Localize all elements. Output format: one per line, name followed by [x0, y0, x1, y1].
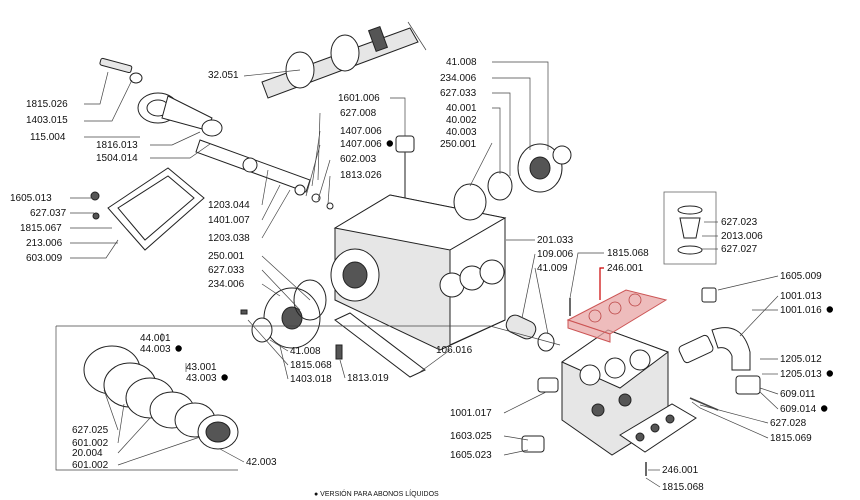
part-label-602-003: 602.003: [340, 154, 377, 165]
part-label-1407-006: 1407.006: [340, 139, 382, 150]
part-label-603-009: 603.009: [26, 253, 63, 264]
part-label-627-023: 627.023: [721, 217, 758, 228]
part-label-627-033: 627.033: [440, 88, 477, 99]
liquid-fertilizer-marker-icon: [826, 370, 833, 377]
part-label-234-006: 234.006: [440, 73, 477, 84]
bearing-left-part: [251, 279, 327, 349]
liquid-fertilizer-marker-icon: [826, 306, 833, 313]
piston-guide-part: [505, 314, 555, 352]
elbow-fitting-part: [678, 287, 761, 395]
part-label-1813-019: 1813.019: [347, 373, 389, 384]
part-label-1813-026: 1813.026: [340, 170, 382, 181]
part-label-1815-026: 1815.026: [26, 99, 68, 110]
part-label-609-014: 609.014: [780, 404, 817, 415]
part-label-1601-006: 1601.006: [338, 93, 380, 104]
part-label-1001-017: 1001.017: [450, 408, 492, 419]
oil-dipstick-part: [395, 135, 415, 200]
part-label-627-025: 627.025: [72, 425, 109, 436]
part-label-20-004: 20.004: [72, 448, 103, 459]
part-label-41-008: 41.008: [290, 346, 321, 357]
connecting-rod-part: [99, 57, 223, 137]
part-label-106-016: 106.016: [436, 345, 473, 356]
part-label-1815-068: 1815.068: [662, 482, 704, 493]
part-label-246-001: 246.001: [607, 263, 644, 274]
part-label-1401-007: 1401.007: [208, 215, 250, 226]
crankcase-part: [330, 194, 507, 351]
part-label-234-006: 234.006: [208, 279, 245, 290]
part-label-1403-018: 1403.018: [290, 374, 332, 385]
part-label-627-028: 627.028: [770, 418, 807, 429]
part-label-1205-012: 1205.012: [780, 354, 822, 365]
part-label-213-006: 213.006: [26, 238, 63, 249]
part-label-43-003: 43.003: [186, 373, 217, 384]
part-label-250-001: 250.001: [440, 139, 477, 150]
part-label-1001-016: 1001.016: [780, 305, 822, 316]
part-label-1603-025: 1603.025: [450, 431, 492, 442]
footnote-text: ● VERSIÓN PARA ABONOS LÍQUIDOS: [314, 489, 439, 498]
part-label-115-004: 115.004: [30, 132, 66, 143]
part-label-627-037: 627.037: [30, 208, 67, 219]
seal-rings-part: [83, 345, 239, 450]
part-label-32-051: 32.051: [208, 70, 239, 81]
part-label-627-027: 627.027: [721, 244, 758, 255]
inlet-fittings-part: [521, 377, 559, 453]
part-label-609-011: 609.011: [780, 389, 816, 400]
valve-cartridge-part: [663, 191, 717, 265]
part-label-1403-015: 1403.015: [26, 115, 68, 126]
crankshaft-part: [261, 21, 427, 99]
part-label-2013-006: 2013.006: [721, 231, 763, 242]
part-label-44-003: 44.003: [140, 344, 171, 355]
base-plate-part: [334, 312, 426, 378]
part-label-1203-044: 1203.044: [208, 200, 250, 211]
part-label-1407-006: 1407.006: [340, 126, 382, 137]
part-label-627-033: 627.033: [208, 265, 245, 276]
part-label-1203-038: 1203.038: [208, 233, 250, 244]
part-label-109-006: 109.006: [537, 249, 574, 260]
plunger-shaft-part: [195, 139, 334, 210]
leader-lines: [55, 61, 779, 488]
part-label-1605-013: 1605.013: [10, 193, 52, 204]
part-label-1815-069: 1815.069: [770, 433, 812, 444]
head-screws-part: [569, 298, 719, 476]
part-label-40-003: 40.003: [446, 127, 477, 138]
part-label-41-008: 41.008: [446, 57, 477, 68]
part-label-42-003: 42.003: [246, 457, 277, 468]
part-label-41-009: 41.009: [537, 263, 568, 274]
part-label-40-002: 40.002: [446, 115, 477, 126]
part-label-627-008: 627.008: [340, 108, 377, 119]
part-label-1815-068: 1815.068: [290, 360, 332, 371]
part-label-1504-014: 1504.014: [96, 153, 138, 164]
liquid-fertilizer-marker-icon: [221, 374, 228, 381]
part-label-246-001: 246.001: [662, 465, 699, 476]
valve-plate-highlighted: [566, 289, 668, 343]
part-label-1815-067: 1815.067: [20, 223, 62, 234]
part-label-201-033: 201.033: [537, 235, 574, 246]
rear-cover-part: [90, 167, 205, 251]
liquid-fertilizer-marker-icon: [386, 140, 393, 147]
bearing-right-part: [453, 143, 572, 221]
liquid-fertilizer-marker-icon: [821, 405, 828, 412]
liquid-fertilizer-marker-icon: [175, 345, 182, 352]
part-label-1816-013: 1816.013: [96, 140, 138, 151]
part-label-43-001: 43.001: [186, 362, 217, 373]
part-label-250-001: 250.001: [208, 251, 245, 262]
part-labels: 32.051 1815.026 1403.015 115.004 1816.013 150…: [10, 57, 833, 493]
part-label-601-002: 601.002: [72, 460, 109, 471]
part-label-44-001: 44.001: [140, 333, 171, 344]
part-label-1605-023: 1605.023: [450, 450, 492, 461]
part-label-1205-013: 1205.013: [780, 369, 822, 380]
part-label-1815-068: 1815.068: [607, 248, 649, 259]
part-label-601-002: 601.002: [72, 438, 109, 449]
base-screws-part: [240, 309, 343, 360]
part-label-1001-013: 1001.013: [780, 291, 822, 302]
part-label-40-001: 40.001: [446, 103, 477, 114]
part-label-1605-009: 1605.009: [780, 271, 822, 282]
bottom-plate-part: [619, 403, 697, 453]
